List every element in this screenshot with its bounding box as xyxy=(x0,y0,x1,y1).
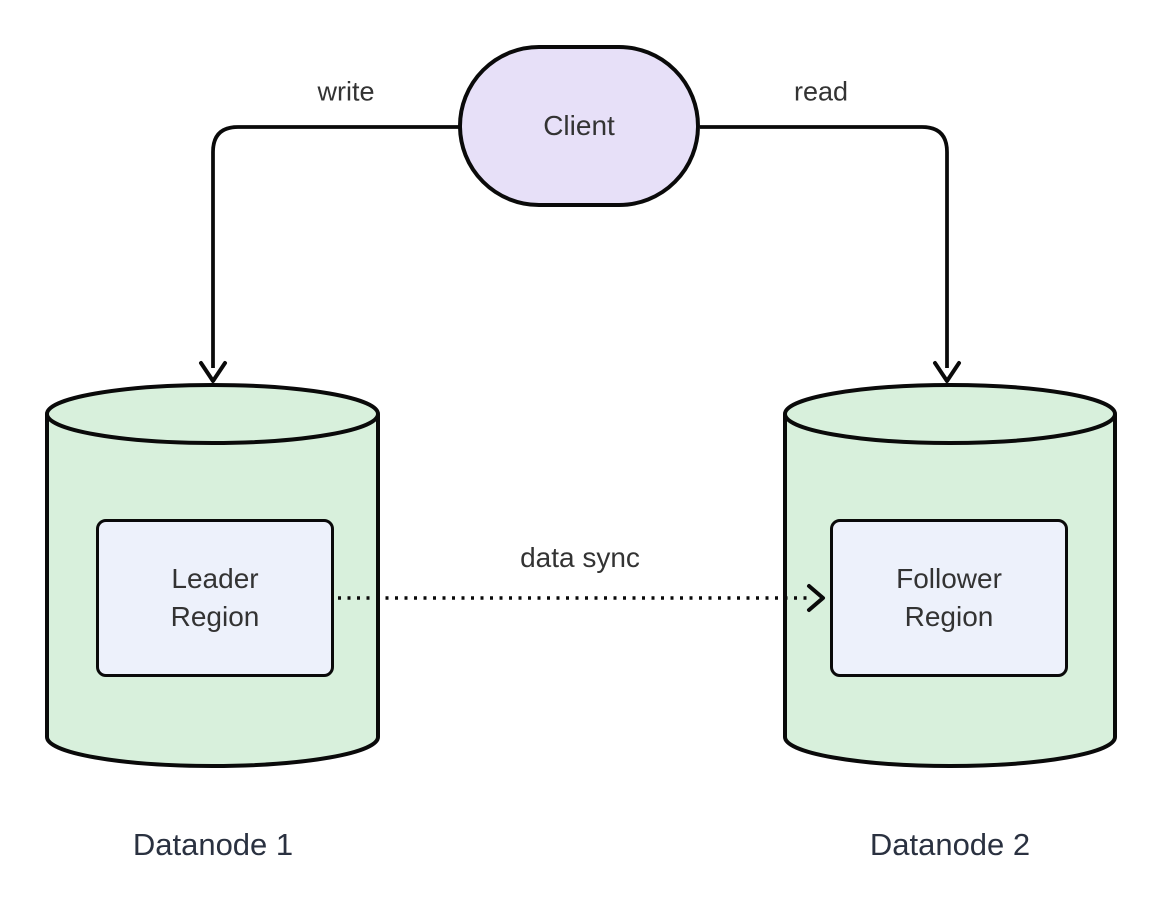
client-label: Client xyxy=(543,110,615,141)
leader-region-node: Leader Region xyxy=(96,519,334,677)
datanode1-cylinder-top xyxy=(45,383,380,445)
read-arrow xyxy=(700,125,961,383)
read-arrowhead-icon xyxy=(933,361,961,383)
data-sync-edge-label: data sync xyxy=(516,542,644,574)
datanode2-caption: Datanode 2 xyxy=(869,827,1031,862)
write-arrow-line xyxy=(211,125,460,368)
data-sync-arrow xyxy=(338,584,825,612)
client-node: Client xyxy=(458,45,700,207)
data-sync-arrowhead-icon xyxy=(807,584,825,612)
read-arrow-line xyxy=(700,125,949,368)
datanode1-caption: Datanode 1 xyxy=(132,827,294,862)
read-edge-label: read xyxy=(789,76,853,108)
datanode2-cylinder-top xyxy=(783,383,1117,445)
write-edge-label: write xyxy=(313,76,379,108)
follower-region-label: Follower Region xyxy=(896,563,1002,632)
follower-region-node: Follower Region xyxy=(830,519,1068,677)
write-arrow xyxy=(199,125,460,383)
write-arrowhead-icon xyxy=(199,361,227,383)
leader-region-label: Leader Region xyxy=(170,563,260,632)
